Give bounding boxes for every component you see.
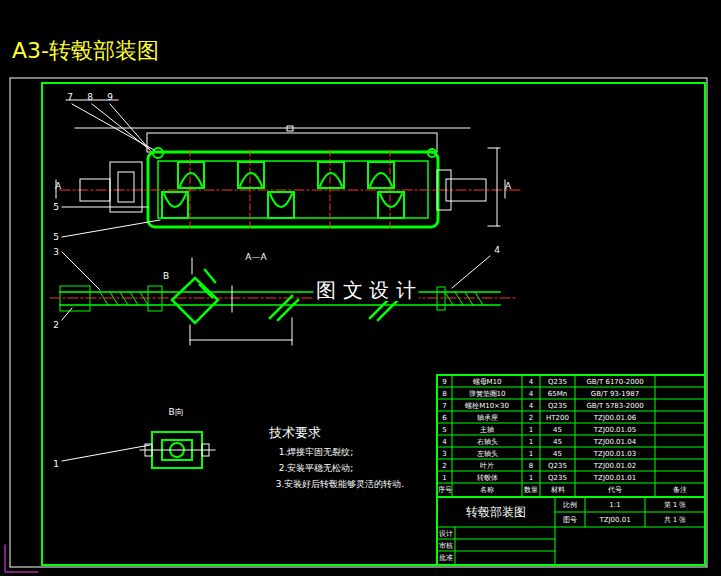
table-cell: 2: [442, 462, 446, 469]
table-cell: Q235: [548, 378, 567, 385]
table-cell: GB/T 5783-2000: [586, 402, 643, 409]
table-cell: 转毂体: [477, 474, 498, 481]
callout-number: 2: [53, 321, 59, 330]
callout-number: 7: [67, 93, 73, 102]
table-cell: 7: [442, 402, 446, 409]
table-cell: 左轴头: [477, 450, 498, 457]
table-cell: 8: [529, 462, 533, 469]
section-label: A—A: [245, 253, 266, 262]
title-block-cell: 1:1: [609, 502, 620, 509]
table-cell: 9: [442, 378, 446, 385]
table-header: 材料: [551, 487, 565, 494]
title-block-cell: 批准: [439, 555, 453, 562]
table-cell: TZJ00.01.01: [594, 474, 636, 481]
table-cell: 2: [529, 414, 533, 421]
table-cell: TZJ00.01.05: [594, 426, 636, 433]
callout-number: 5: [53, 233, 59, 242]
title-block-cell: TZJ00.01: [599, 517, 630, 524]
table-cell: 8: [442, 390, 446, 397]
table-cell: 4: [529, 402, 533, 409]
table-cell: 45: [553, 450, 562, 457]
table-cell: 主轴: [480, 426, 494, 433]
note-heading: 技术要求: [269, 426, 321, 439]
table-cell: TZJ00.01.03: [594, 450, 636, 457]
table-header: 数量: [524, 487, 538, 494]
table-cell: Q235: [548, 402, 567, 409]
sheet-title: A3-转毂部装图: [12, 40, 159, 62]
table-cell: 螺母M10: [473, 378, 502, 385]
table-cell: 叶片: [480, 462, 494, 469]
callout-number: 8: [87, 93, 93, 102]
title-block-name: 转毂部装图: [466, 506, 526, 518]
callout-number: 5: [53, 203, 59, 212]
table-cell: 1: [529, 474, 533, 481]
table-cell: 1: [529, 450, 533, 457]
watermark: 图 文 设 计: [313, 279, 418, 301]
title-block-cell: 图号: [563, 517, 577, 524]
table-cell: 45: [553, 438, 562, 445]
callout-number: 9: [107, 93, 113, 102]
view-label: B向: [168, 408, 183, 417]
title-block-cell: 第 1 张: [664, 502, 687, 509]
table-cell: 轴承座: [477, 414, 498, 421]
table-cell: 弹簧垫圈10: [469, 390, 506, 397]
table-cell: 4: [529, 390, 533, 397]
table-cell: 4: [442, 438, 446, 445]
table-cell: 45: [553, 426, 562, 433]
table-cell: Q235: [548, 474, 567, 481]
table-cell: GB/T 6170-2000: [586, 378, 643, 385]
table-cell: 65Mn: [548, 390, 567, 397]
title-block-cell: 比例: [563, 502, 577, 509]
table-cell: 螺栓M10×30: [465, 402, 509, 409]
section-mark: A: [505, 182, 511, 191]
table-cell: TZJ00.01.02: [594, 462, 636, 469]
table-cell: 1: [529, 426, 533, 433]
callout-number: 1: [53, 460, 59, 469]
title-block-cell: 设计: [439, 530, 453, 537]
table-cell: Q235: [548, 462, 567, 469]
table-cell: 1: [442, 474, 446, 481]
table-cell: 右轴头: [477, 438, 498, 445]
section-mark: A: [55, 182, 61, 191]
table-header: 序号: [438, 487, 452, 494]
title-block-cell: 审核: [439, 542, 453, 549]
table-header: 代号: [608, 487, 622, 494]
callout-number: 3: [53, 248, 59, 257]
table-header: 备注: [673, 487, 687, 494]
table-cell: HT200: [546, 414, 569, 421]
table-header: 名称: [480, 487, 494, 494]
table-cell: TZJ00.01.04: [594, 438, 636, 445]
table-cell: 6: [442, 414, 446, 421]
table-cell: 1: [529, 438, 533, 445]
table-cell: TZJ00.01.06: [594, 414, 636, 421]
callout-number: 4: [494, 246, 500, 255]
table-cell: 4: [529, 378, 533, 385]
view-mark: B: [163, 272, 169, 281]
table-cell: 5: [442, 426, 446, 433]
note-line: 2.安装平稳无松动;: [279, 464, 354, 473]
table-cell: 3: [442, 450, 446, 457]
note-line: 1.焊接牢固无裂纹;: [279, 448, 354, 457]
note-line: 3.安装好后转毂能够灵活的转动.: [276, 480, 404, 489]
table-cell: GB/T 93-1987: [591, 390, 639, 397]
title-block-cell: 共 1 张: [664, 517, 687, 524]
